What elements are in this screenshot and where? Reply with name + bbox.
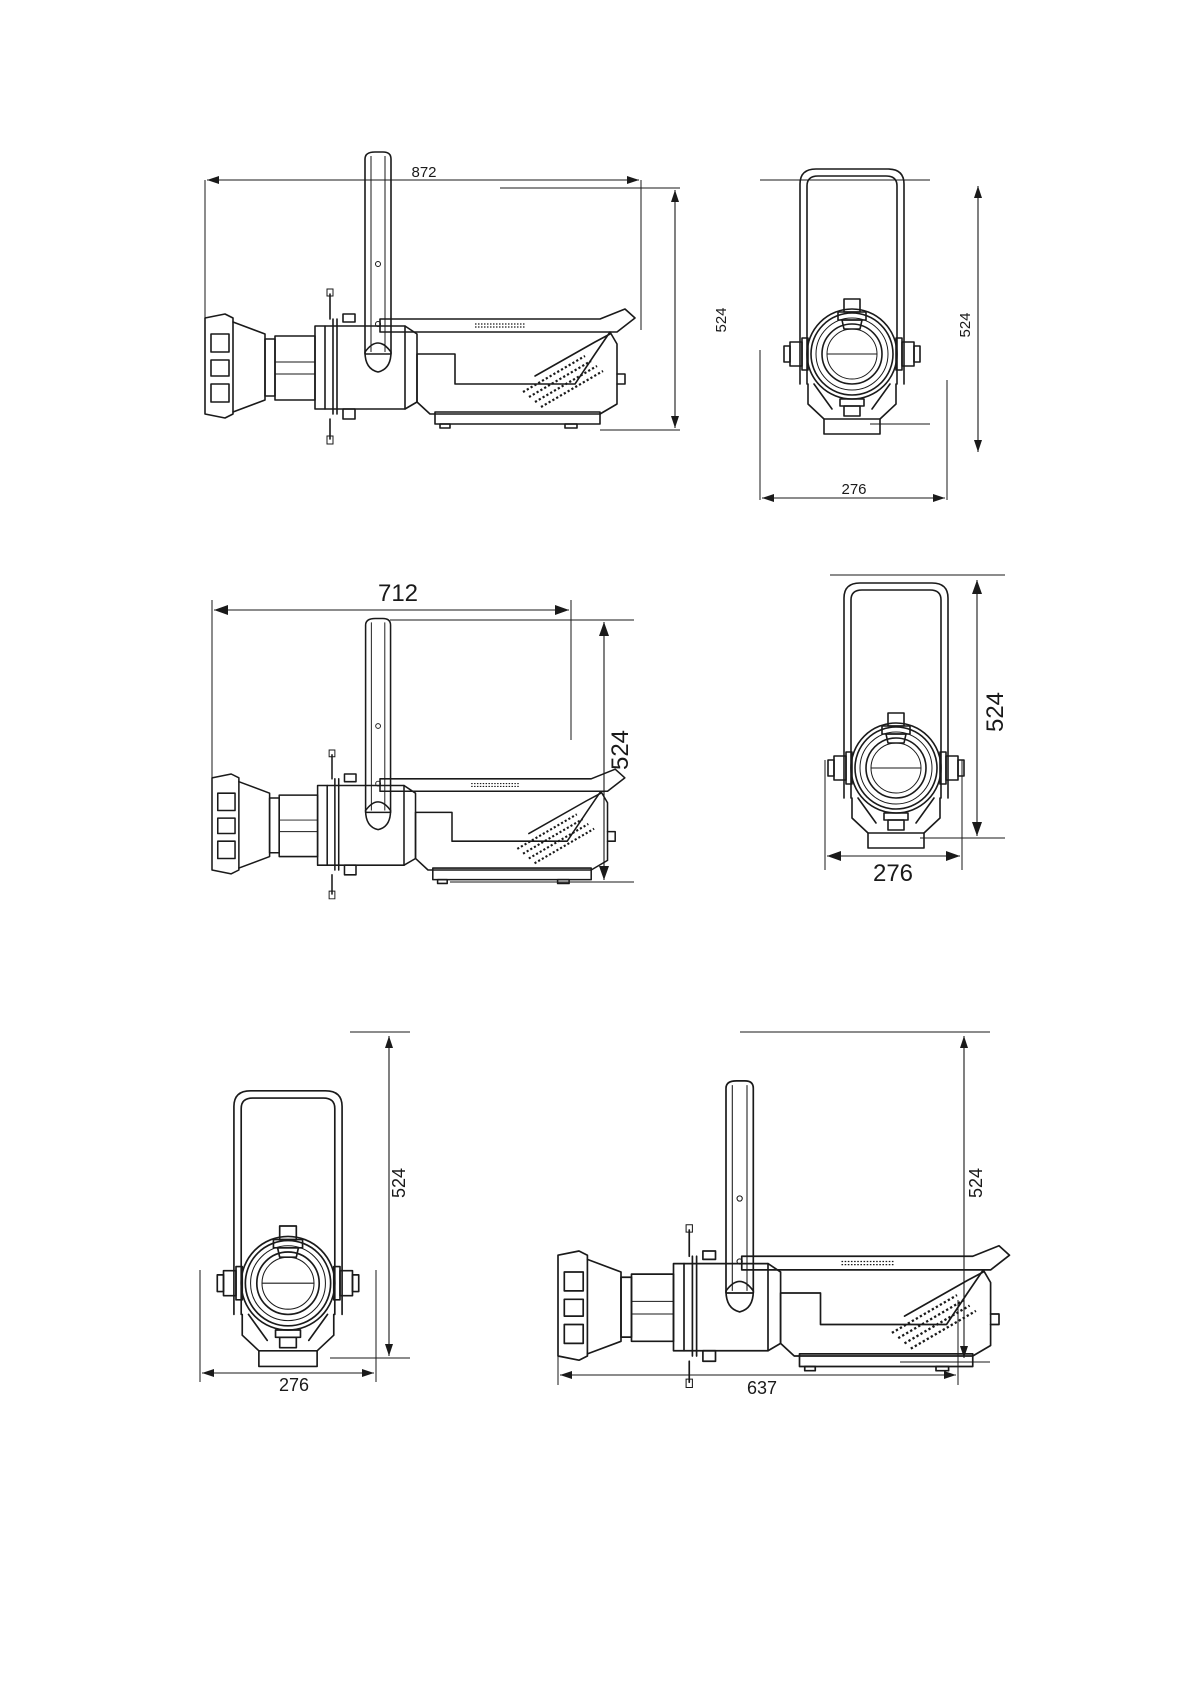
fig1-side-width-label: 872 — [411, 164, 436, 181]
fig2-front-width-label: 276 — [873, 860, 913, 887]
fig3-front-height-label: 524 — [389, 1168, 409, 1198]
figure-3-side-view — [558, 1032, 1010, 1388]
fig1-front-width-label: 276 — [841, 481, 866, 498]
fig3-side-height-label: 524 — [966, 1168, 986, 1198]
fig1-side-height-label: 524 — [713, 307, 730, 332]
fig2-side-height-label: 524 — [607, 730, 634, 770]
fig3-front-width-label: 276 — [279, 1375, 309, 1395]
fig2-side-width-label: 712 — [378, 580, 418, 607]
figure-2-front-view — [825, 575, 1005, 870]
figure-2-side-view — [212, 600, 634, 899]
figure-3-front-view — [200, 1032, 410, 1382]
fig1-front-height-label: 524 — [957, 312, 974, 337]
fig3-side-width-label: 637 — [747, 1378, 777, 1398]
figure-1-side-view — [205, 152, 680, 444]
fig2-front-height-label: 524 — [982, 692, 1009, 732]
figure-1-front-view — [760, 169, 982, 502]
